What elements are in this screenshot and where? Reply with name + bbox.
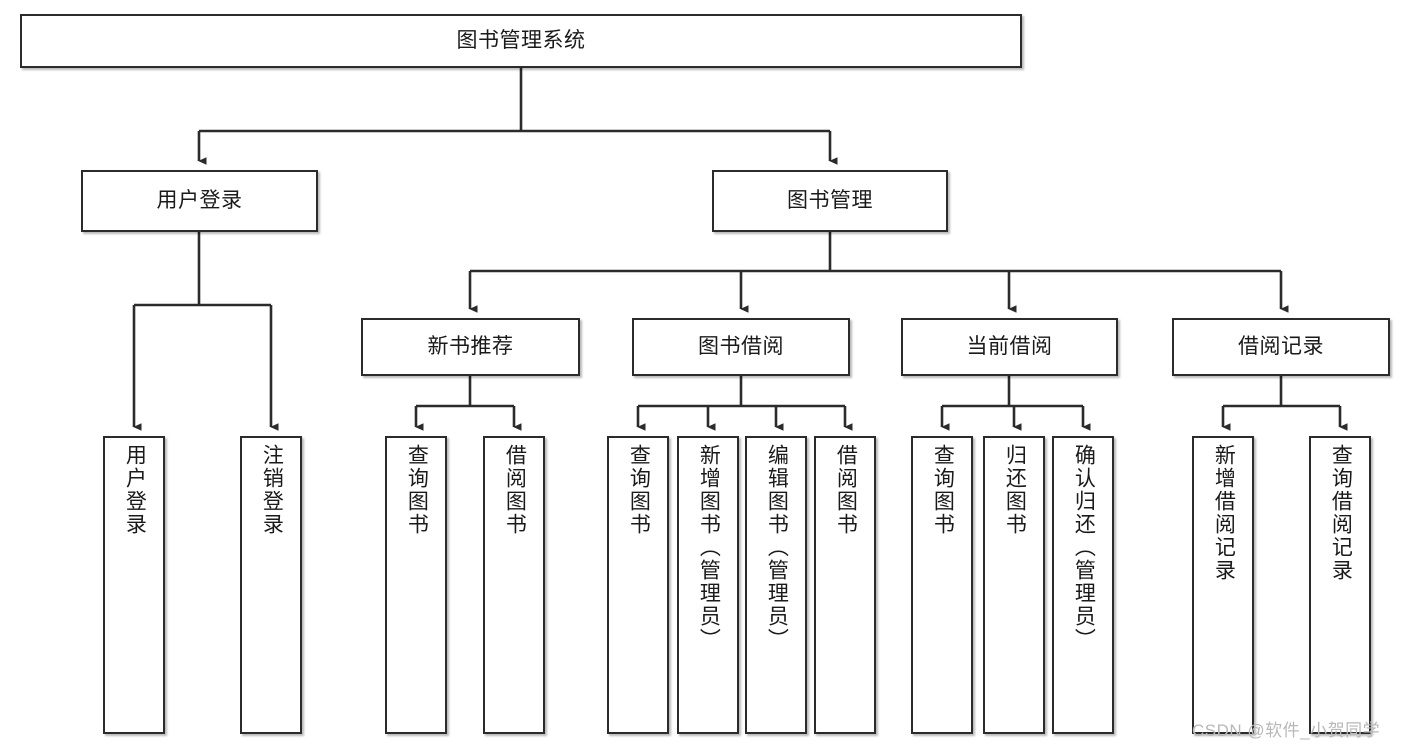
- node-label: 当前借阅: [966, 334, 1053, 358]
- node-label: 查询图书: [627, 444, 651, 536]
- leaf-add-borrow-record[interactable]: 新增借阅记录: [1192, 436, 1254, 734]
- node-label: 用户登录: [156, 188, 243, 212]
- leaf-query-books-borrow[interactable]: 查询图书: [607, 436, 669, 734]
- leaf-user-login[interactable]: 用户登录: [103, 436, 165, 734]
- node-user-login[interactable]: 用户登录: [81, 170, 318, 232]
- node-label: 借阅记录: [1238, 334, 1324, 358]
- leaf-edit-book-admin[interactable]: 编辑图书（管理员）: [745, 436, 807, 734]
- leaf-borrow-books-borrow[interactable]: 借阅图书: [814, 436, 876, 734]
- node-label: 新增图书（管理员）: [697, 444, 721, 651]
- connectors-records-to-leaves: [1221, 376, 1348, 431]
- node-book-management[interactable]: 图书管理: [712, 170, 948, 232]
- node-label: 用户登录: [123, 444, 147, 536]
- node-label: 新增借阅记录: [1212, 444, 1236, 582]
- leaf-add-book-admin[interactable]: 新增图书（管理员）: [677, 436, 739, 734]
- node-borrow-records[interactable]: 借阅记录: [1172, 318, 1390, 376]
- watermark-text: CSDN @软件_小贺同学: [1192, 721, 1381, 740]
- node-label: 确认归还（管理员）: [1072, 444, 1096, 651]
- node-new-book-recommend[interactable]: 新书推荐: [361, 318, 580, 376]
- node-label: 查询图书: [405, 444, 429, 536]
- node-label: 图书借阅: [698, 334, 784, 358]
- node-label: 查询借阅记录: [1329, 444, 1353, 582]
- connectors-bookmgmt-to-level3: [468, 232, 1289, 313]
- leaf-query-books-current[interactable]: 查询图书: [911, 436, 973, 734]
- connectors-borrow-to-leaves: [636, 376, 853, 431]
- connectors-root-to-level2: [197, 68, 838, 165]
- leaf-borrow-books-newbook[interactable]: 借阅图书: [483, 436, 545, 734]
- connectors-newbook-to-leaves: [414, 376, 522, 431]
- leaf-confirm-return-admin[interactable]: 确认归还（管理员）: [1052, 436, 1114, 734]
- node-label: 归还图书: [1003, 444, 1027, 536]
- node-root-system[interactable]: 图书管理系统: [20, 14, 1022, 68]
- connectors-userlogin-to-leaves: [132, 232, 279, 431]
- node-label: 注销登录: [260, 444, 284, 536]
- leaf-query-books-newbook[interactable]: 查询图书: [385, 436, 447, 734]
- node-label: 查询图书: [931, 444, 955, 536]
- node-label: 借阅图书: [834, 444, 858, 536]
- node-label: 图书管理: [787, 188, 873, 212]
- leaf-return-books[interactable]: 归还图书: [983, 436, 1045, 734]
- node-label: 借阅图书: [503, 444, 527, 536]
- node-current-borrow[interactable]: 当前借阅: [901, 318, 1118, 376]
- connectors-current-to-leaves: [940, 376, 1091, 431]
- leaf-user-logout[interactable]: 注销登录: [240, 436, 302, 734]
- node-label: 新书推荐: [427, 334, 514, 358]
- node-label: 编辑图书（管理员）: [765, 444, 789, 651]
- node-book-borrow[interactable]: 图书借阅: [632, 318, 850, 376]
- leaf-query-borrow-record[interactable]: 查询借阅记录: [1309, 436, 1371, 734]
- node-label: 图书管理系统: [456, 28, 586, 52]
